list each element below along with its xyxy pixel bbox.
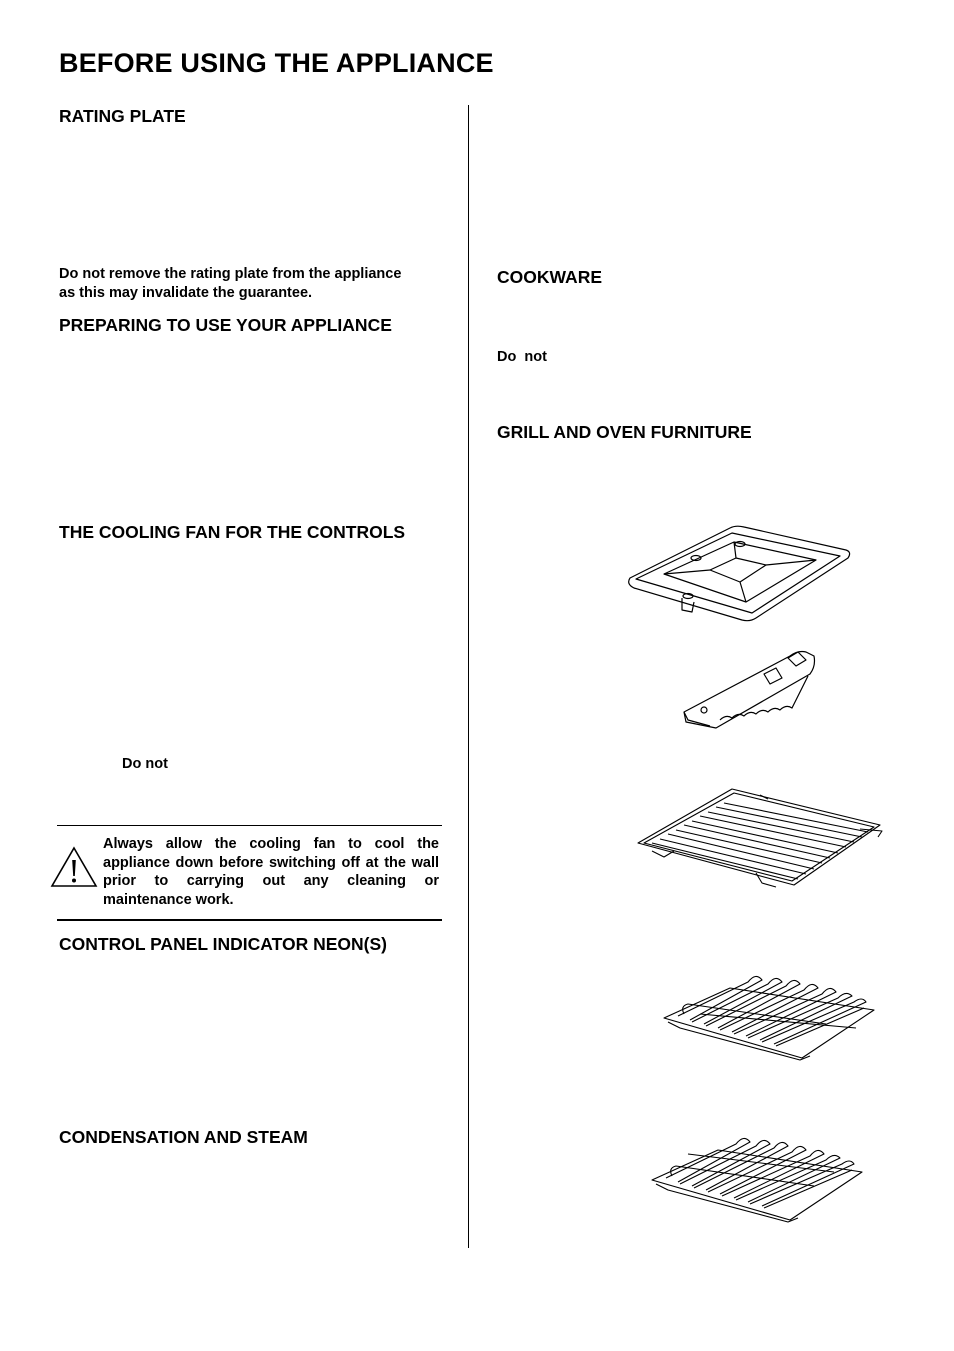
rating-plate-note-line1: Do not remove the rating plate from the … — [59, 266, 402, 282]
oven-shelf-icon — [648, 1128, 868, 1226]
oven-shelf-icon — [660, 966, 880, 1064]
grill-pan-icon — [626, 522, 854, 626]
page-title: BEFORE USING THE APPLIANCE — [59, 48, 494, 78]
preparing-heading: PREPARING TO USE YOUR APPLIANCE — [59, 315, 392, 335]
furniture-heading: GRILL AND OVEN FURNITURE — [497, 422, 752, 442]
cooling-fan-do-not: Do not — [122, 756, 168, 772]
rating-plate-heading: RATING PLATE — [59, 106, 186, 126]
cookware-heading: COOKWARE — [497, 267, 602, 287]
grill-pan-handle-icon — [680, 648, 820, 732]
grill-pan-grid-icon — [634, 785, 888, 891]
neon-heading: CONTROL PANEL INDICATOR NEON(S) — [59, 934, 387, 954]
column-divider — [468, 105, 469, 1248]
cooling-fan-heading: THE COOLING FAN FOR THE CONTROLS — [59, 522, 406, 542]
warning-rule-bottom — [57, 919, 442, 921]
condensation-heading: CONDENSATION AND STEAM — [59, 1127, 308, 1147]
cookware-do-not: Do not — [497, 349, 547, 365]
rating-plate-note-line2: as this may invalidate the guarantee. — [59, 285, 313, 301]
exclamation-triangle-icon — [49, 846, 99, 888]
warning-rule-top — [57, 825, 442, 826]
warning-text: Always allow the cooling fan to cool the… — [103, 836, 439, 908]
